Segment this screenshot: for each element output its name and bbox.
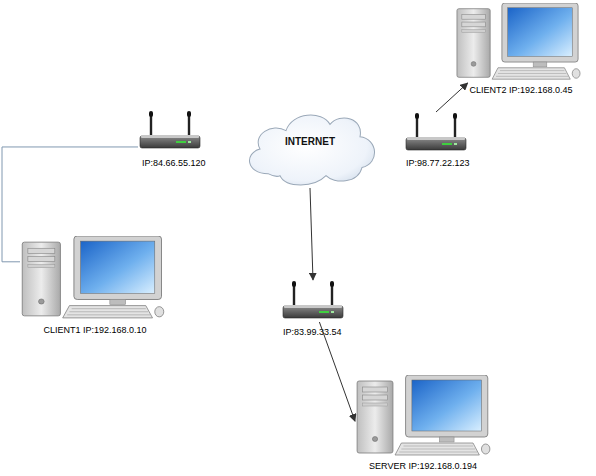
router: IP:98.77.22.123 [404, 112, 468, 154]
router-icon [281, 280, 345, 322]
router-icon [404, 112, 468, 154]
network-link [310, 188, 313, 280]
computer-icon [20, 236, 166, 322]
server-computer: SERVER IP:192.168.0.194 [355, 375, 492, 459]
router: IP:83.99.33.54 [281, 280, 345, 322]
cloud-shape [238, 106, 382, 188]
network-link [2, 147, 138, 262]
network-link [319, 322, 355, 421]
network-link [436, 83, 468, 112]
ip-label: CLIENT2 IP:192.168.0.45 [469, 85, 572, 96]
ip-label: CLIENT1 IP:192.168.0.10 [43, 325, 146, 336]
ip-label: SERVER IP:192.168.0.194 [369, 461, 477, 472]
computer-icon [455, 3, 582, 83]
ip-label: IP:84.66.55.120 [142, 158, 206, 169]
client-computer: CLIENT1 IP:192.168.0.10 [20, 236, 166, 322]
ip-label: IP:98.77.22.123 [406, 158, 470, 169]
computer-icon [355, 375, 492, 459]
router: IP:84.66.55.120 [138, 110, 202, 152]
client-computer: CLIENT2 IP:192.168.0.45 [455, 3, 582, 83]
router-icon [138, 110, 202, 152]
cloud-label: INTERNET [285, 136, 335, 147]
ip-label: IP:83.99.33.54 [283, 327, 342, 338]
internet-cloud: INTERNET [238, 106, 382, 188]
